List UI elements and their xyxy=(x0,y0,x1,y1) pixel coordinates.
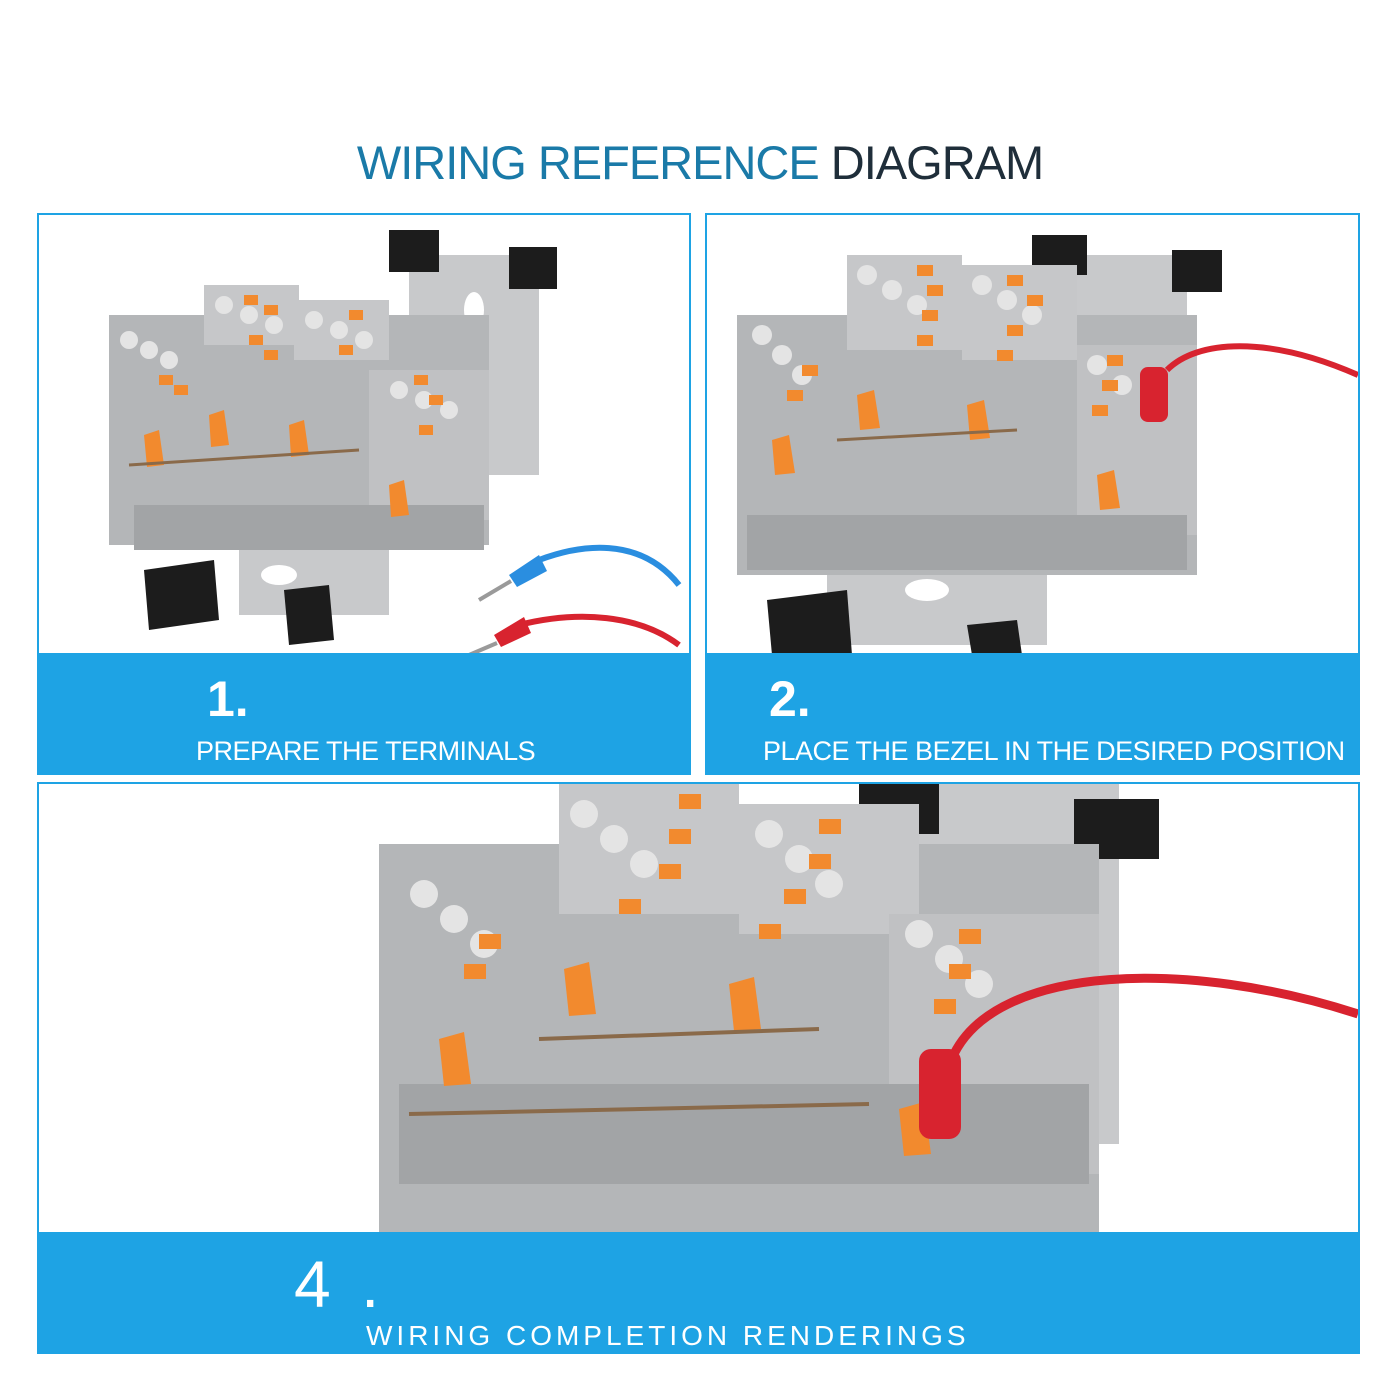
rail-end-stop-bottom xyxy=(284,585,334,645)
wire-entry-holes xyxy=(120,296,458,419)
step-caption: PLACE THE BEZEL IN THE DESIRED POSITION xyxy=(763,736,1345,766)
terminal-block-photo-bezel xyxy=(737,235,1358,655)
step-1-panel: 1. PREPARE THE TERMINALS xyxy=(37,213,691,775)
title-part-1: WIRING REFERENCE xyxy=(356,136,820,189)
orange-release-levers xyxy=(439,962,931,1156)
rail-slot xyxy=(905,579,949,601)
red-ferrule xyxy=(919,1049,961,1139)
step-caption: PREPARE THE TERMINALS xyxy=(196,736,536,766)
terminal-block-photo-prepare xyxy=(109,230,682,655)
step-2-panel: 2. PLACE THE BEZEL IN THE DESIRED POSITI… xyxy=(705,213,1360,775)
orange-push-buttons xyxy=(787,265,1123,416)
orange-release-levers xyxy=(144,410,409,517)
terminal-block-base xyxy=(747,515,1187,570)
rail-end-stop-top xyxy=(389,230,439,272)
bridge-bar xyxy=(836,428,1018,442)
red-ferrule xyxy=(1140,367,1168,422)
step-caption: WIRING COMPLETION RENDERINGS xyxy=(366,1320,970,1351)
orange-release-levers xyxy=(772,390,1120,510)
step-4-panel: 4 . WIRING COMPLETION RENDERINGS xyxy=(37,782,1360,1354)
blue-wire xyxy=(537,544,682,587)
orange-push-buttons xyxy=(159,295,443,435)
terminal-block-side xyxy=(369,370,489,520)
rail-end-stop-bottom xyxy=(144,560,219,630)
rail-end-stop-top xyxy=(509,247,557,289)
step-1-banner: 1. PREPARE THE TERMINALS xyxy=(39,653,689,773)
blue-ferrule xyxy=(509,555,547,587)
bridge-bar xyxy=(408,1102,870,1116)
rail-end-stop-bottom xyxy=(767,590,852,655)
title-part-2: DIAGRAM xyxy=(830,136,1044,189)
step-number: 4 . xyxy=(294,1247,386,1321)
red-wire xyxy=(949,973,1358,1057)
terminal-block-side xyxy=(1077,345,1197,535)
step-4-banner: 4 . WIRING COMPLETION RENDERINGS xyxy=(39,1232,1358,1352)
rail-end-stop-bottom xyxy=(967,620,1022,655)
terminal-block-base xyxy=(134,505,484,550)
step-number: 1. xyxy=(207,671,249,727)
orange-push-buttons xyxy=(464,794,981,1014)
red-ferrule xyxy=(494,617,531,647)
terminal-block-photo-completed xyxy=(379,784,1358,1234)
bridge-bar xyxy=(128,448,360,467)
step-number: 2. xyxy=(769,671,811,727)
red-wire xyxy=(1164,343,1358,378)
rail-slot xyxy=(261,565,297,585)
step-2-banner: 2. PLACE THE BEZEL IN THE DESIRED POSITI… xyxy=(707,653,1358,773)
rail-end-stop-top xyxy=(1172,250,1222,292)
bridge-bar xyxy=(538,1027,820,1041)
page-title: WIRING REFERENCE DIAGRAM xyxy=(0,128,1400,198)
red-wire xyxy=(518,613,681,648)
blue-ferrule-pin xyxy=(477,579,513,602)
terminal-block-base xyxy=(399,1084,1089,1184)
